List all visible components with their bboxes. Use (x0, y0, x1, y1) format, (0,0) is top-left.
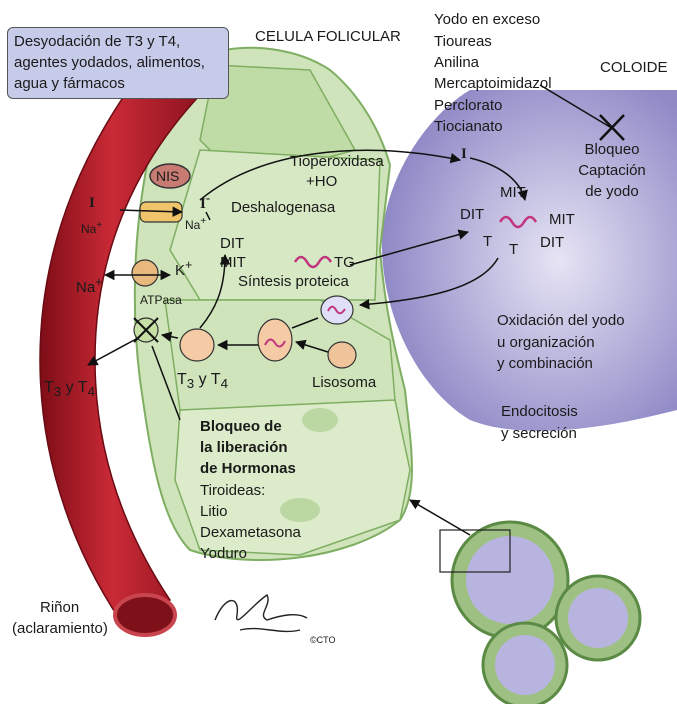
kidney-line-1: Riñon (40, 598, 79, 618)
hormone-vesicle (180, 329, 214, 361)
iodide-left-label: I (89, 193, 95, 213)
k-label: K+ (175, 255, 192, 281)
na-right-sup: + (200, 216, 206, 227)
excess-line-4: Mercaptoimidazol (434, 74, 552, 94)
uptake-line-1: Bloqueo (570, 140, 654, 160)
na-left-label: Na+ (81, 216, 102, 239)
tg-vesicle (258, 319, 292, 361)
iodide-cell-label: I- (200, 188, 210, 214)
excess-line-6: Tiocianato (434, 117, 503, 137)
info-line-2: agentes yodados, alimentos, (14, 52, 222, 73)
info-line-1: Desyodación de T3 y T4, (14, 31, 222, 52)
t3t4-blood-4: 4 (88, 384, 95, 399)
oxidation-line-1: Oxidación del yodo (497, 311, 625, 331)
na-atpase-text: Na (76, 279, 95, 296)
vessel-opening (115, 595, 175, 635)
iodide-colloid-label: I (461, 144, 467, 164)
lysosome-vesicle (328, 342, 356, 368)
cell-title: CELULA FOLICULAR (255, 27, 401, 47)
drug-line-4: Yoduro (200, 544, 247, 564)
t3t4-blood-yt: y T (61, 379, 87, 396)
k-sup: + (185, 258, 192, 272)
na-right-text: Na (185, 218, 200, 232)
drug-line-3: Dexametasona (200, 523, 301, 543)
excess-line-1: Yodo en exceso (434, 10, 540, 30)
oxidation-line-3: y combinación (497, 354, 593, 374)
k-text: K (175, 262, 185, 279)
lysosome-label: Lisosoma (312, 373, 376, 393)
atpase-label: ATPasa (140, 290, 182, 310)
colloid-mit-right: MIT (549, 210, 575, 230)
kidney-line-2: (aclaramiento) (12, 619, 108, 639)
iodide-cell-sup: - (206, 191, 210, 205)
mit-label: MIT (220, 253, 246, 273)
t3t4-cell-4: 4 (221, 376, 228, 391)
drug-line-2: Litio (200, 502, 228, 522)
info-box: Desyodación de T3 y T4, agentes yodados,… (7, 27, 229, 99)
colloid-dit-right: DIT (540, 233, 564, 253)
t3t4-blood-label: T3 y T4 (44, 378, 95, 402)
release-block-line-3: de Hormonas (200, 459, 296, 479)
t3t4-cell-yt: y T (194, 371, 220, 388)
endocytosis-line-1: Endocitosis (501, 402, 578, 422)
tpo-line-2: +HO (306, 172, 337, 192)
oxidation-line-2: u organización (497, 333, 595, 353)
t3t4-blood-t: T (44, 379, 54, 396)
drug-line-1: Tiroideas: (200, 481, 265, 501)
info-line-3: agua y fármacos (14, 73, 222, 94)
na-left-sup: + (96, 220, 102, 231)
excess-line-5: Perclorato (434, 96, 502, 116)
excess-line-3: Anilina (434, 53, 479, 73)
colloid-dit-left: DIT (460, 205, 484, 225)
release-block-line-1: Bloqueo de (200, 417, 282, 437)
colloid-title: COLOIDE (600, 58, 668, 78)
atpase-pump (132, 260, 158, 286)
t3t4-cell-t: T (177, 371, 187, 388)
endocytosis-line-2: y secreción (501, 424, 577, 444)
t3t4-cell-label: T3 y T4 (177, 370, 228, 394)
na-atpase-sup: + (95, 275, 102, 289)
colloid-t2: T (509, 240, 518, 260)
dit-label: DIT (220, 234, 244, 254)
na-right-label: Na+ (185, 212, 206, 235)
nis-label: NIS (156, 166, 179, 186)
release-block-line-2: la liberación (200, 438, 288, 458)
uptake-line-3: de yodo (570, 182, 654, 202)
na-atpase-label: Na+ (76, 272, 103, 298)
tpo-line-1: Tioperoxidasa (290, 152, 384, 172)
dehalogenase-label: Deshalogenasa (231, 198, 335, 218)
colloid-mit-top: MIT (500, 183, 526, 203)
follicle-illustration (440, 522, 640, 704)
artist-signature (215, 595, 307, 631)
colloid-t1: T (483, 232, 492, 252)
tg-label: TG (334, 253, 355, 273)
copyright-label: ©CTO (310, 635, 335, 645)
excess-line-2: Tioureas (434, 32, 492, 52)
uptake-line-2: Captación (566, 161, 658, 181)
na-left-text: Na (81, 222, 96, 236)
protein-synthesis-label: Síntesis proteica (238, 272, 349, 292)
